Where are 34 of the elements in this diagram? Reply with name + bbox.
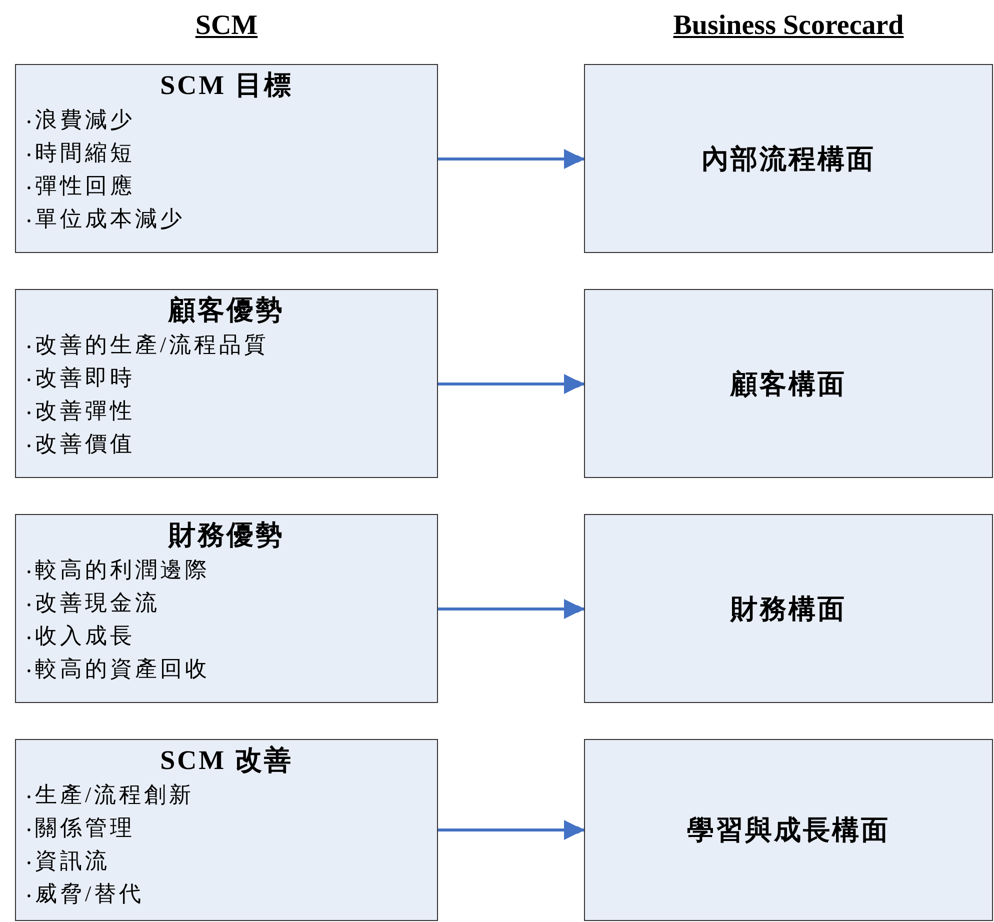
bullet-item: ‧浪費減少 [26, 106, 136, 134]
bullet-item: ‧較高的資產回收 [26, 655, 211, 683]
bullet-item: ‧較高的利潤邊際 [26, 556, 211, 584]
category-box [15, 289, 438, 478]
box-heading: SCM 改善 [159, 744, 294, 777]
box-heading: 顧客構面 [730, 368, 846, 400]
bullet-item: ‧威脅/替代 [26, 880, 146, 908]
bullet-item: ‧時間縮短 [26, 139, 136, 167]
perspective-box [584, 289, 993, 478]
perspective-box [584, 514, 993, 703]
bullet-item: ‧關係管理 [26, 814, 136, 842]
category-box [15, 64, 438, 253]
perspective-box [584, 64, 993, 253]
box-heading: 內部流程構面 [702, 142, 876, 176]
box-heading: 財務優勢 [167, 519, 286, 552]
bullet-item: ‧資訊流 [26, 847, 111, 875]
bullet-item: ‧收入成長 [26, 622, 136, 650]
column-heading: Business Scorecard [672, 10, 905, 42]
box-heading: SCM 目標 [159, 69, 294, 102]
box-heading: 財務構面 [730, 592, 846, 626]
bullet-item: ‧單位成本減少 [26, 205, 186, 233]
bullet-item: ‧改善彈性 [26, 397, 136, 425]
bullet-item: ‧彈性回應 [26, 172, 136, 200]
bullet-item: ‧改善現金流 [26, 589, 161, 617]
category-box [15, 739, 438, 921]
category-box [15, 514, 438, 703]
bullet-item: ‧改善價值 [26, 430, 136, 458]
box-heading: 學習與成長構面 [687, 814, 890, 847]
bullet-item: ‧生產/流程創新 [26, 781, 196, 809]
perspective-box [584, 739, 993, 921]
box-heading: 顧客優勢 [167, 294, 286, 327]
column-heading: SCM [194, 10, 259, 42]
bullet-item: ‧改善的生產/流程品質 [26, 331, 270, 359]
bullet-item: ‧改善即時 [26, 364, 136, 392]
